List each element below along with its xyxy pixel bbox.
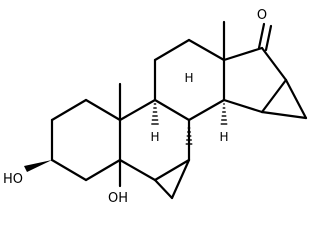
hydrogen-c9-label: H: [150, 130, 159, 144]
wedge-c3-oh: [24, 160, 52, 172]
hydroxyl-c3-label: HO: [3, 172, 23, 187]
ring-d: [222, 46, 288, 114]
ketone-double-bond: [257, 22, 273, 52]
ring-c: [153, 38, 226, 122]
hash-h8: [185, 123, 193, 145]
hydroxyl-c5-label: OH: [108, 191, 128, 206]
ketone-oxygen-label: O: [257, 8, 267, 23]
hash-h9: [151, 103, 159, 125]
hydrogen-c14-label: H: [219, 130, 228, 144]
hydrogen-c8-label: H: [184, 71, 193, 85]
ring-a: [50, 98, 122, 182]
cyclopropane-b: [153, 158, 191, 200]
structure-diagram: O HO OH H H H: [3, 8, 308, 206]
hash-h14: [220, 103, 228, 125]
cyclopropane-d: [260, 78, 308, 120]
molecule-canvas: O HO OH H H H: [3, 8, 308, 206]
